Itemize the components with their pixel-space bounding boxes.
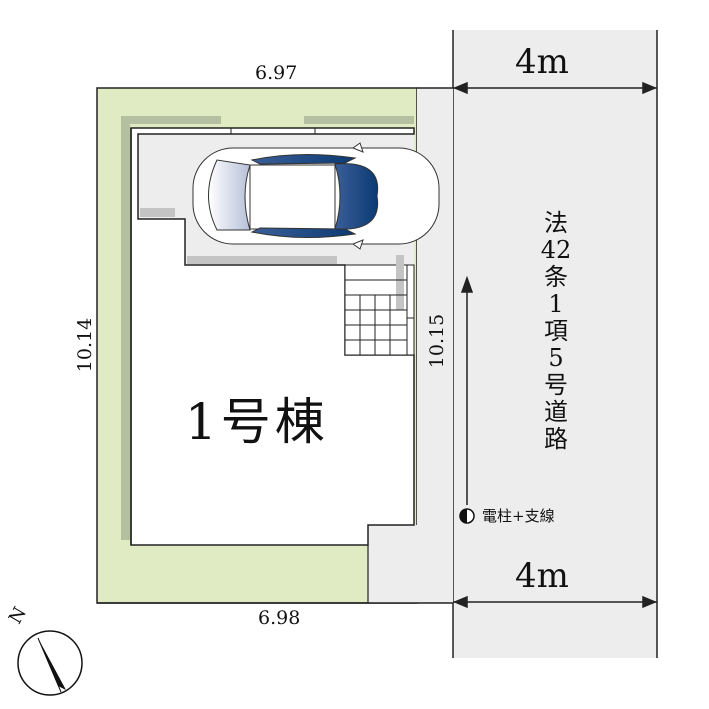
road-label-char: 1 <box>548 290 564 318</box>
road-label-char: 項 <box>544 317 568 345</box>
road <box>453 30 657 658</box>
dim-right: 10.15 <box>426 313 449 369</box>
building-label: 1号棟 <box>185 393 329 451</box>
road-label: 法 42 条 1 項 5 号 道 路 <box>540 210 572 453</box>
road-width-bottom: 4m <box>515 556 569 596</box>
road-label-char: 道 <box>544 398 568 426</box>
dim-bottom: 6.98 <box>258 607 301 629</box>
road-label-char: 42 <box>540 236 572 264</box>
road-label-char: 条 <box>544 263 568 291</box>
dim-top: 6.97 <box>255 62 298 84</box>
car-icon <box>192 142 440 250</box>
pole-label: 電柱+支線 <box>482 507 555 525</box>
stairs <box>344 255 415 356</box>
road-label-char: 号 <box>544 371 568 399</box>
north-compass-icon <box>17 630 83 696</box>
road-label-char: 法 <box>544 209 568 237</box>
road-width-top: 4m <box>515 42 569 82</box>
utility-pole-icon <box>459 508 475 524</box>
road-label-char: 路 <box>544 425 568 453</box>
dim-left: 10.14 <box>74 317 97 373</box>
road-label-char: 5 <box>548 344 564 372</box>
